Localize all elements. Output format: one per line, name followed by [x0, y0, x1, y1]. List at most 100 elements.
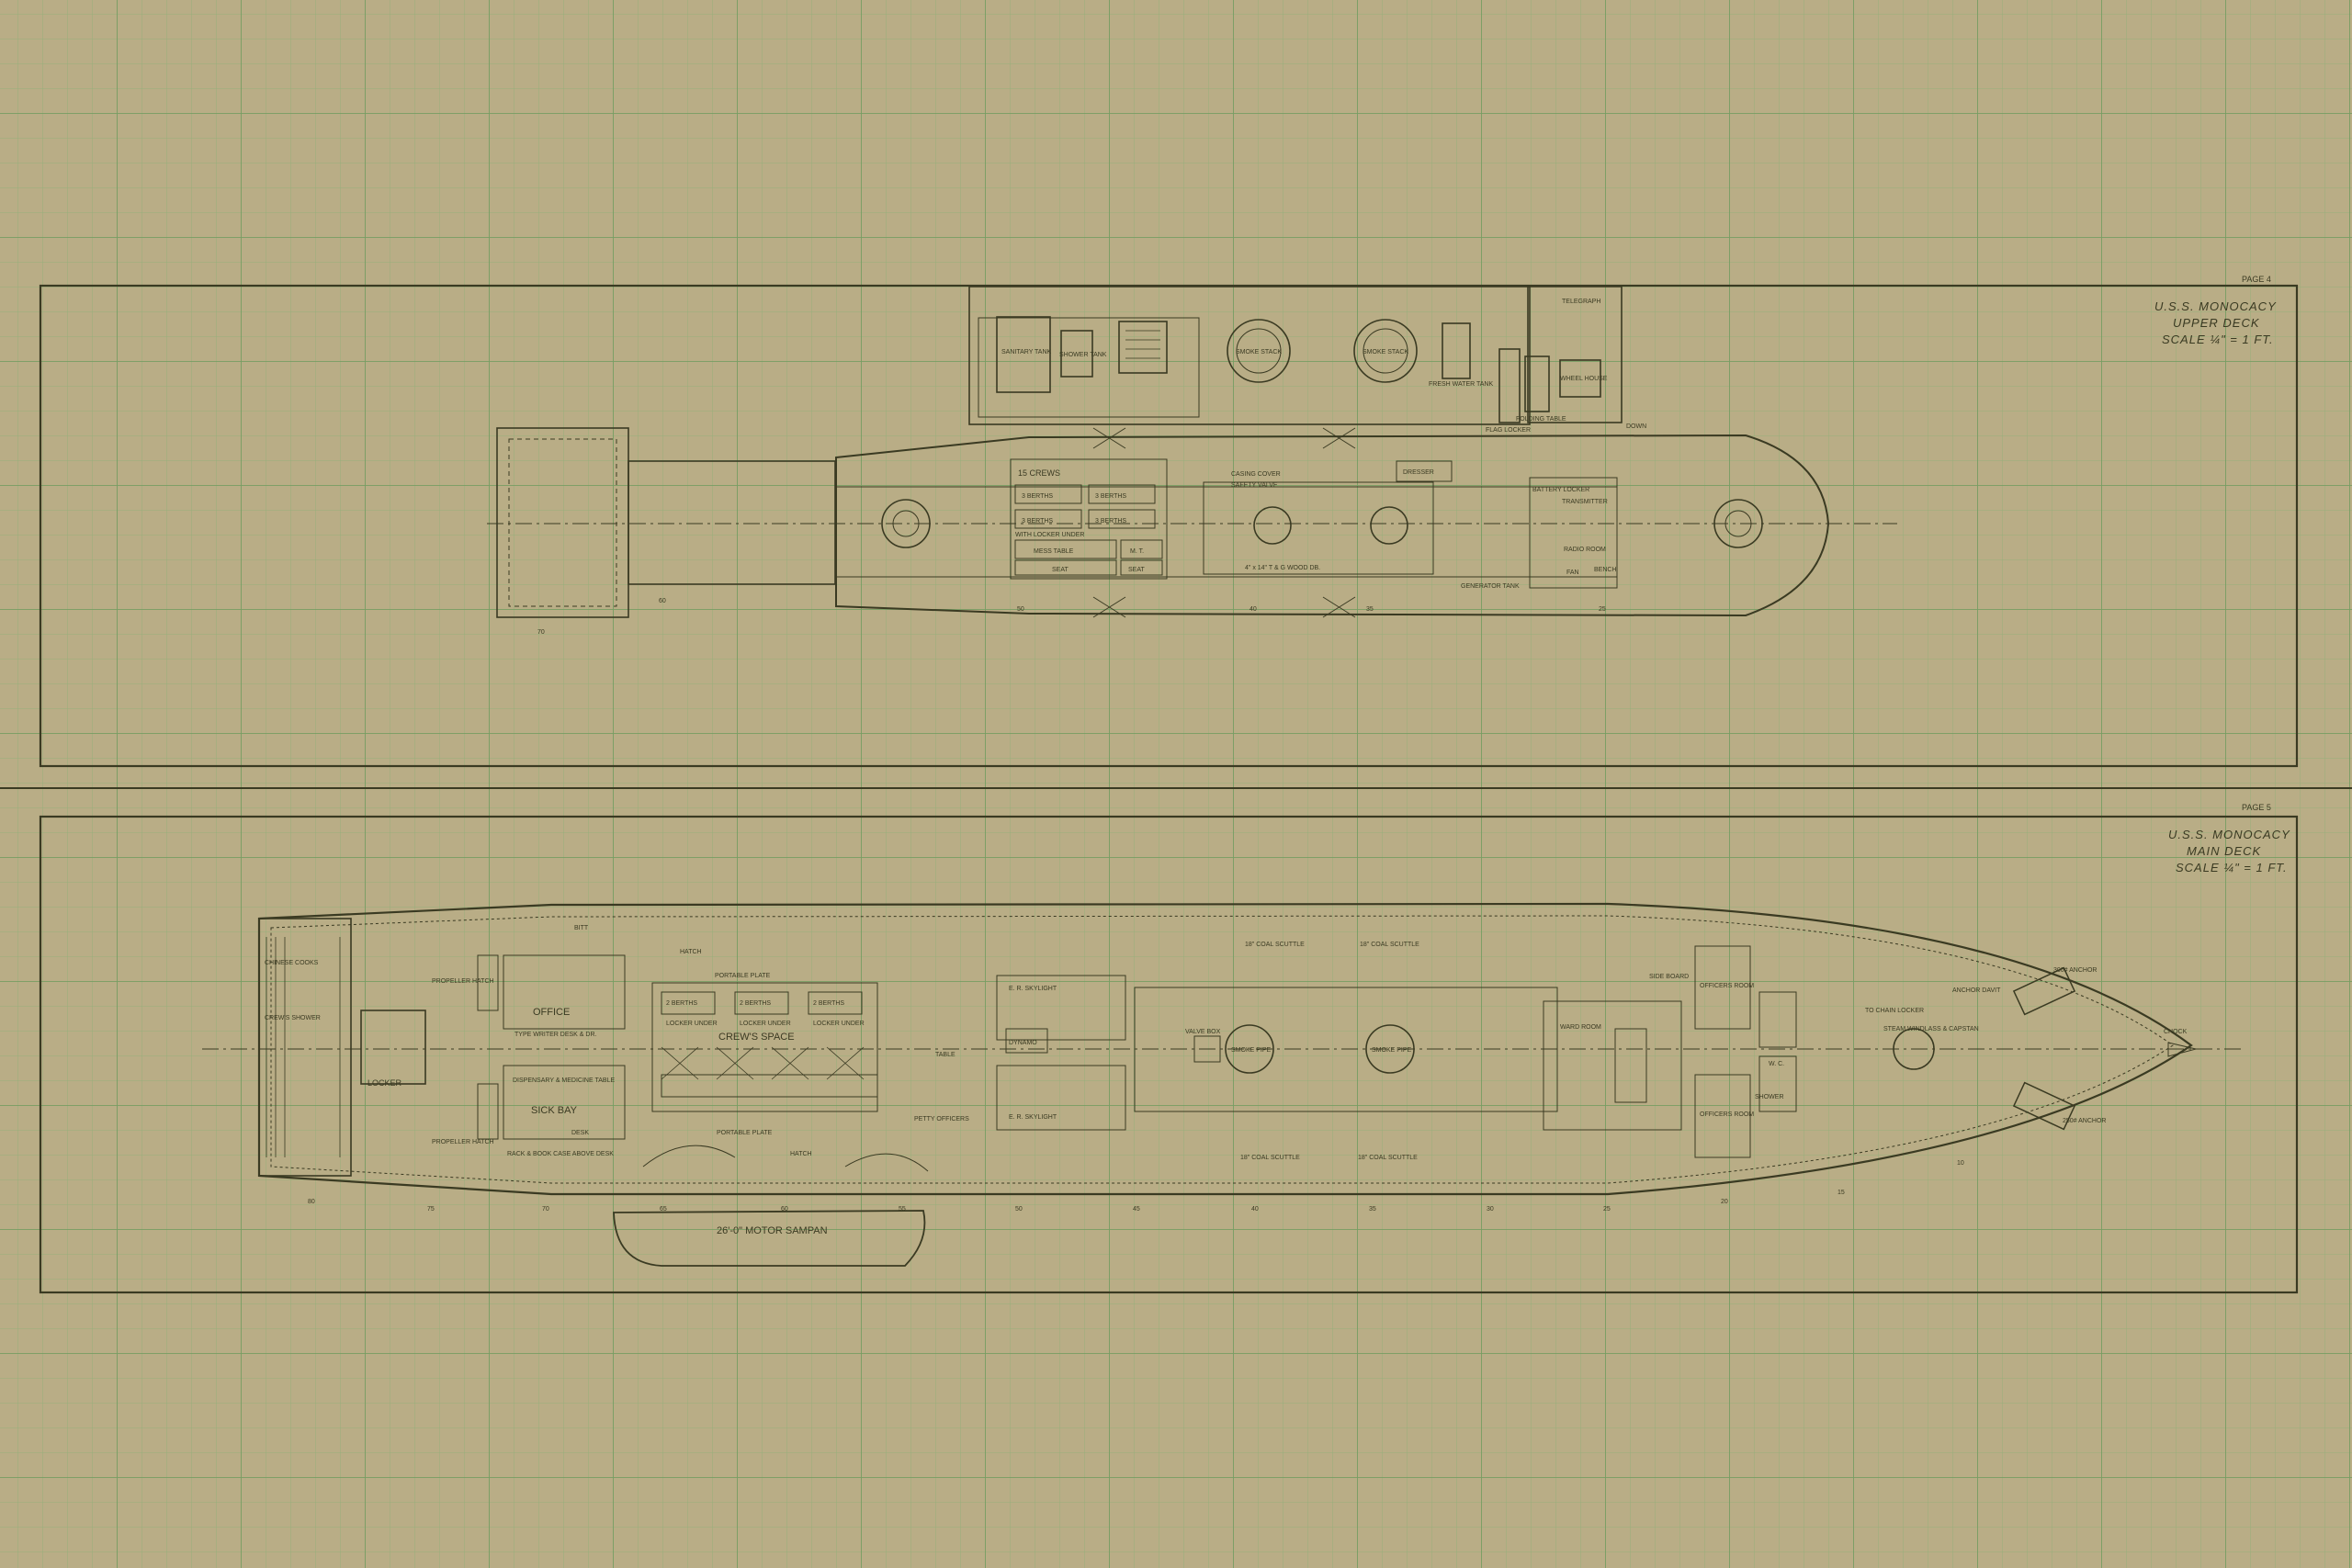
dresser	[1396, 460, 1453, 482]
wc-port	[1758, 991, 1797, 1048]
label-bench: BENCH	[1594, 567, 1617, 573]
label-er-skylight-2: E. R. SKYLIGHT	[1009, 1114, 1057, 1121]
label-sanitary-tank: SANITARY TANK	[1001, 349, 1052, 355]
casing-stack-fwd	[1370, 506, 1408, 545]
upper-frame-40: 40	[1250, 606, 1257, 613]
er-skylight-stbd	[996, 1065, 1126, 1131]
label-smoke-stack-aft: SMOKE STACK	[1236, 349, 1282, 355]
main-title-scale: SCALE ¼" = 1 FT.	[2176, 861, 2288, 874]
steam-windlass	[1893, 1028, 1935, 1070]
main-frame-80: 80	[308, 1199, 315, 1205]
label-safety-valve: SAFETY VALVE	[1231, 482, 1278, 489]
label-folding-table: FOLDING TABLE	[1516, 416, 1566, 423]
label-locker-under-a: LOCKER UNDER	[666, 1021, 718, 1027]
sanitary-tank	[996, 316, 1051, 393]
upper-frame-60: 60	[659, 598, 666, 604]
main-frame-15: 15	[1838, 1190, 1845, 1196]
dynamo	[1005, 1028, 1048, 1054]
upper-title-deck: UPPER DECK	[2173, 316, 2260, 330]
upper-frame-numbers: 70 60 50 40 35 25	[537, 598, 1606, 636]
main-frame-30: 30	[1487, 1206, 1494, 1213]
main-frame-35: 35	[1369, 1206, 1376, 1213]
main-locker	[360, 1010, 426, 1085]
casing-stack-aft	[1253, 506, 1292, 545]
stern-deck-planking	[258, 918, 352, 1177]
label-bitt: BITT	[574, 925, 589, 931]
upper-frame-25: 25	[1599, 606, 1606, 613]
label-main-locker: LOCKER	[368, 1078, 402, 1088]
label-wood-db: 4" x 14" T & G WOOD DB.	[1245, 565, 1320, 571]
aft-turret	[881, 499, 931, 548]
label-table: TABLE	[935, 1052, 956, 1058]
label-motor-sampan: 26'-0" MOTOR SAMPAN	[717, 1225, 828, 1236]
main-title-deck: MAIN DECK	[2187, 844, 2262, 858]
main-deck-text: PAGE 5 U.S.S. MONOCACY MAIN DECK SCALE ¼…	[265, 803, 2290, 1236]
label-anchor-300: 300# ANCHOR	[2053, 967, 2097, 974]
label-chain-locker: TO CHAIN LOCKER	[1865, 1008, 1924, 1014]
label-chinese-cooks: CHINESE COOKS	[265, 960, 319, 966]
label-fan: FAN	[1566, 570, 1579, 576]
label-wc: W. C.	[1769, 1061, 1784, 1067]
crews-space	[651, 982, 878, 1112]
label-valve-box: VALVE BOX	[1185, 1029, 1221, 1035]
upper-page-number: PAGE 4	[2242, 275, 2271, 284]
label-locker-under-b: LOCKER UNDER	[740, 1021, 791, 1027]
label-mt: M. T.	[1130, 548, 1144, 555]
motor-sampan	[613, 1210, 926, 1267]
main-page-number: PAGE 5	[2242, 803, 2271, 812]
main-deck-drawing	[39, 815, 2299, 1294]
label-shower-tank: SHOWER TANK	[1059, 352, 1107, 358]
hatch-grate	[1118, 321, 1168, 374]
fwd-turret	[1713, 499, 1763, 548]
casing-cover	[1203, 481, 1434, 575]
main-frame-10: 10	[1957, 1160, 1964, 1167]
smoke-pipe-fwd	[1365, 1024, 1415, 1074]
label-desk: DESK	[571, 1130, 589, 1136]
label-seat-1: SEAT	[1052, 567, 1069, 573]
main-frame-25: 25	[1603, 1206, 1611, 1213]
label-propeller-hatch-stbd: PROPELLER HATCH	[432, 1139, 494, 1145]
label-crews: 15 CREWS	[1018, 468, 1060, 478]
label-typewriter-desk: TYPE WRITER DESK & DR.	[514, 1032, 597, 1038]
label-anchor-250: 250# ANCHOR	[2063, 1118, 2106, 1124]
label-transmitter: TRANSMITTER	[1562, 499, 1608, 505]
main-frame-20: 20	[1721, 1199, 1728, 1205]
main-title-ship: U.S.S. MONOCACY	[2168, 828, 2290, 841]
officers-room-port	[1694, 945, 1751, 1030]
label-wheel-house: WHEEL HOUSE	[1560, 376, 1608, 382]
label-battery-locker: BATTERY LOCKER	[1532, 487, 1589, 493]
upper-frame-35: 35	[1366, 606, 1374, 613]
label-shower: SHOWER	[1755, 1094, 1784, 1100]
upper-deck-frame	[39, 284, 2299, 768]
label-generator-tank: GENERATOR TANK	[1461, 583, 1520, 590]
label-radio-room: RADIO ROOM	[1564, 547, 1606, 553]
label-officers-room-2: OFFICERS ROOM	[1700, 1111, 1754, 1118]
label-telegraph: TELEGRAPH	[1562, 299, 1600, 305]
label-mess-table: MESS TABLE	[1034, 548, 1074, 555]
label-coal-scuttle-4: 18" COAL SCUTTLE	[1358, 1155, 1418, 1161]
anchor-250	[2012, 1081, 2076, 1131]
sick-bay	[503, 1065, 626, 1140]
label-sick-bay: SICK BAY	[531, 1105, 578, 1116]
ward-table	[1614, 1028, 1647, 1103]
main-deck-frame	[39, 815, 2299, 1294]
radio-room	[1529, 477, 1618, 589]
label-flag-locker: FLAG LOCKER	[1486, 427, 1531, 434]
officers-room-stbd	[1694, 1074, 1751, 1158]
label-coal-scuttle-2: 18" COAL SCUTTLE	[1360, 942, 1419, 948]
label-dynamo: DYNAMO	[1009, 1040, 1037, 1046]
label-portable-plate-1: PORTABLE PLATE	[715, 973, 771, 979]
main-hull-outline	[257, 902, 2193, 1196]
smoke-stack-aft	[1227, 319, 1291, 383]
label-seat-2: SEAT	[1128, 567, 1145, 573]
boiler-casing	[1134, 987, 1558, 1112]
label-casing-cover: CASING COVER	[1231, 471, 1281, 478]
label-side-board: SIDE BOARD	[1649, 974, 1689, 980]
wheel-house	[1527, 286, 1623, 423]
label-rack: RACK & BOOK CASE ABOVE DESK	[507, 1151, 614, 1157]
ward-room	[1543, 1000, 1682, 1131]
label-smoke-pipe-aft: SMOKE PIPE	[1231, 1047, 1272, 1054]
er-skylight-port	[996, 975, 1126, 1041]
